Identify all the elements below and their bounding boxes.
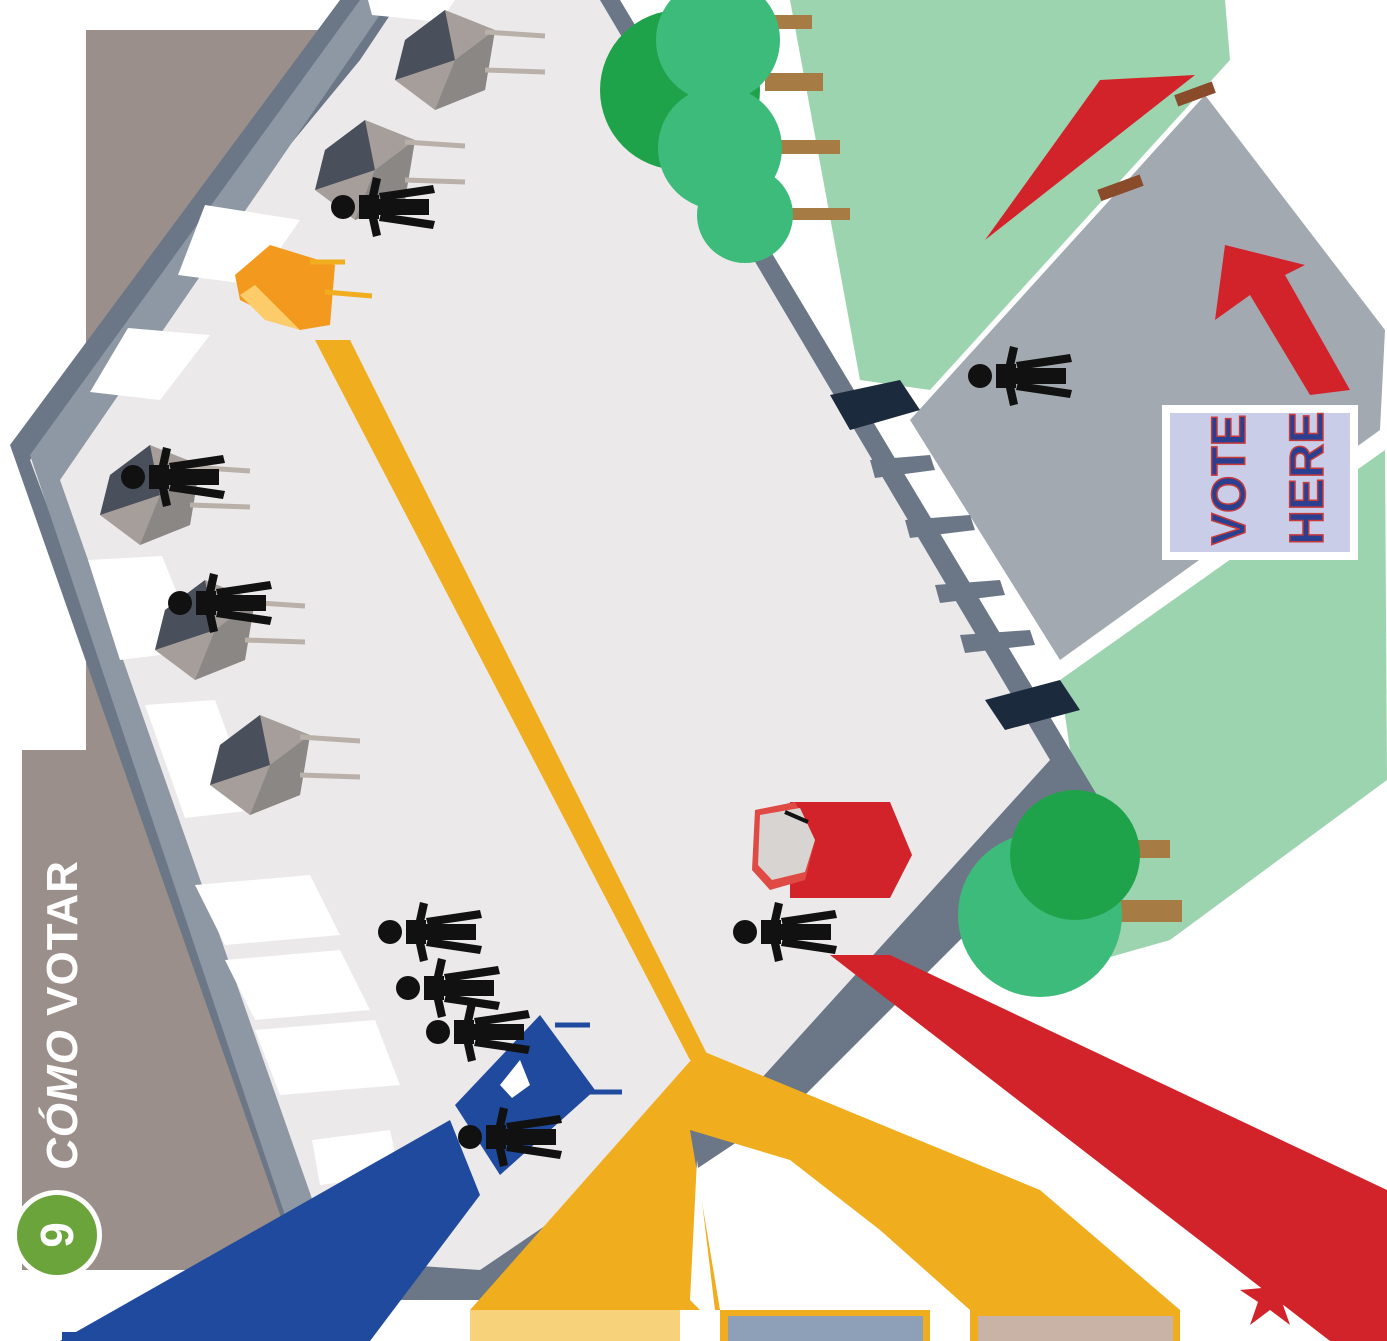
preview-panel-image [978, 1316, 1173, 1341]
sign-line-here: HERE [1281, 412, 1334, 545]
title-regular: VOTAR [38, 860, 87, 1016]
step-number: 9 [30, 1222, 84, 1248]
step-number-badge: 9 [12, 1190, 102, 1280]
sign-line-vote: VOTE [1203, 414, 1256, 545]
vote-here-sign: VOTE HERE [1162, 405, 1358, 560]
page-title: CÓMO VOTAR [38, 860, 88, 1170]
preview-panel [62, 1332, 367, 1341]
title-italic: CÓMO [38, 1029, 87, 1170]
preview-panel [470, 1310, 680, 1341]
ballot-box-icon [752, 802, 912, 898]
preview-panel-image [728, 1316, 923, 1341]
